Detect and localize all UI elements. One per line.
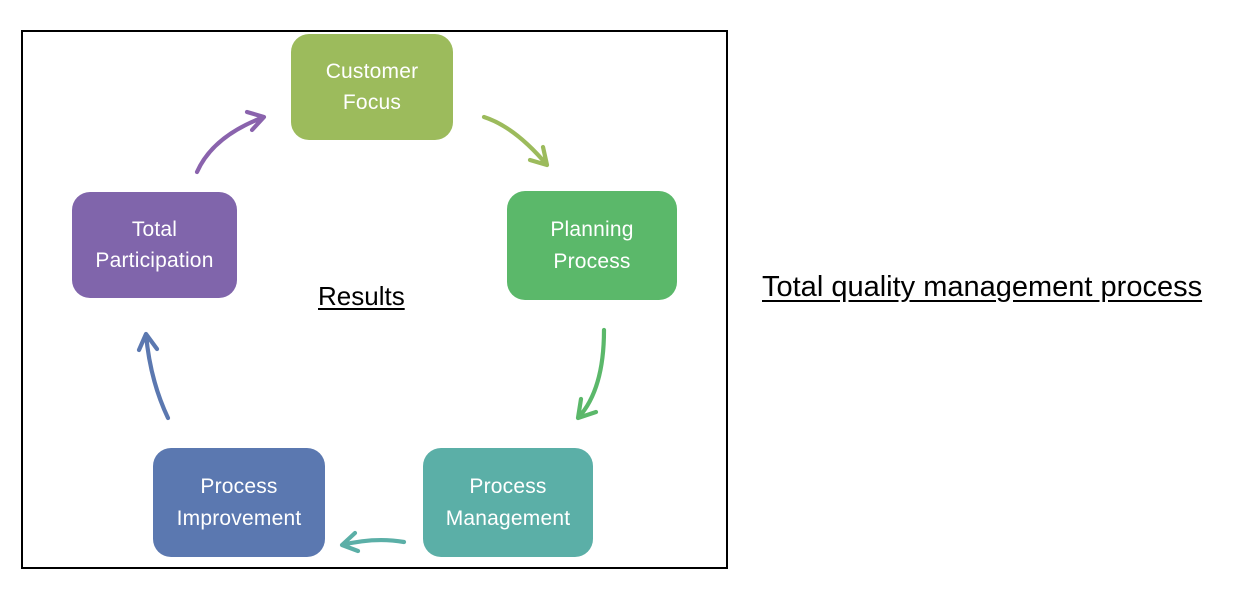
diagram-title: Total quality management process	[762, 271, 1203, 303]
node-label-line: Focus	[342, 91, 402, 114]
center-results-label: Results	[318, 281, 405, 311]
node-label-line: Total	[131, 217, 178, 241]
node-planning-process: Planning Process	[507, 191, 677, 300]
node-label-line: Process	[200, 475, 278, 498]
node-customer-focus: Customer Focus	[291, 34, 453, 140]
node-label-line: Process	[553, 249, 631, 273]
node-process-improvement: Process Improvement	[153, 448, 325, 557]
node-label-line: Process	[469, 475, 547, 498]
node-label-line: Customer	[325, 59, 419, 83]
node-label-line: Participation	[95, 249, 214, 272]
node-label-line: Management	[445, 506, 571, 530]
diagram-frame	[21, 30, 728, 569]
node-label-line: Improvement	[176, 506, 302, 530]
node-label-line: Planning	[550, 218, 634, 241]
node-total-participation: Total Participation	[72, 192, 237, 298]
node-process-management: Process Management	[423, 448, 593, 557]
